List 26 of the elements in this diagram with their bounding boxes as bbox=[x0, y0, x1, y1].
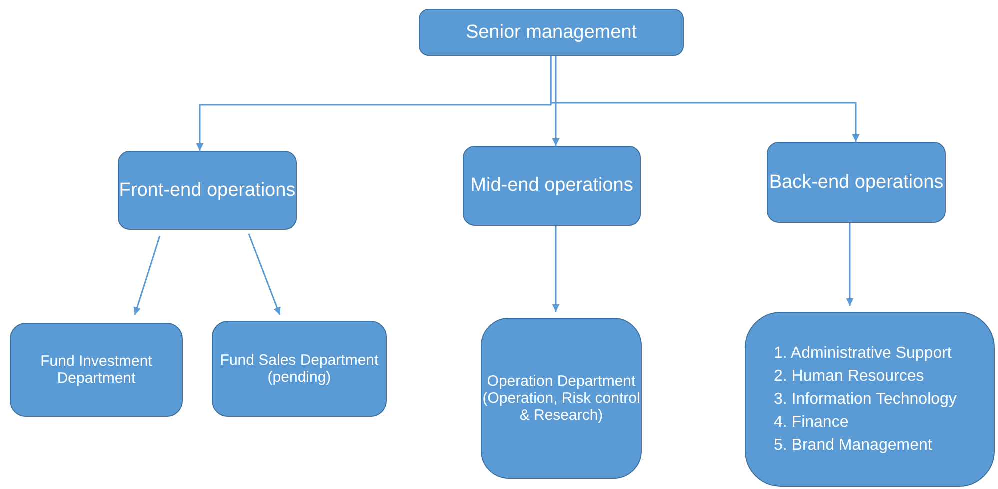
box-label: Fund Investment Department bbox=[40, 353, 154, 387]
arrow bbox=[846, 223, 854, 306]
arrow bbox=[134, 236, 161, 316]
list-item: 4. Finance bbox=[774, 413, 849, 434]
box-label: Senior management bbox=[466, 22, 638, 44]
department-box bbox=[10, 323, 183, 417]
list-item: 1. Administrative Support bbox=[774, 344, 952, 364]
box-label: Mid-end operations bbox=[470, 175, 634, 197]
arrow bbox=[248, 234, 281, 316]
management-box bbox=[419, 9, 684, 56]
department-list-box bbox=[745, 312, 995, 487]
department-group-box bbox=[463, 146, 641, 226]
box-label: Fund Sales Department (pending) bbox=[219, 352, 380, 386]
arrow bbox=[550, 56, 860, 142]
list-item: 5. Brand Management bbox=[774, 436, 932, 456]
box-label: Operation Department (Operation, Risk control & Research) bbox=[482, 373, 641, 424]
box-label: Back-end operations bbox=[769, 172, 944, 194]
department-box bbox=[481, 318, 642, 479]
list-item: 2. Human Resources bbox=[774, 366, 924, 387]
department-group-box bbox=[118, 151, 297, 230]
department-box bbox=[212, 321, 387, 417]
arrow bbox=[552, 226, 560, 312]
box-label: Front-end operations bbox=[119, 180, 296, 202]
arrow bbox=[552, 56, 560, 146]
list-item: 3. Information Technology bbox=[774, 390, 957, 410]
department-group-box bbox=[767, 142, 946, 223]
